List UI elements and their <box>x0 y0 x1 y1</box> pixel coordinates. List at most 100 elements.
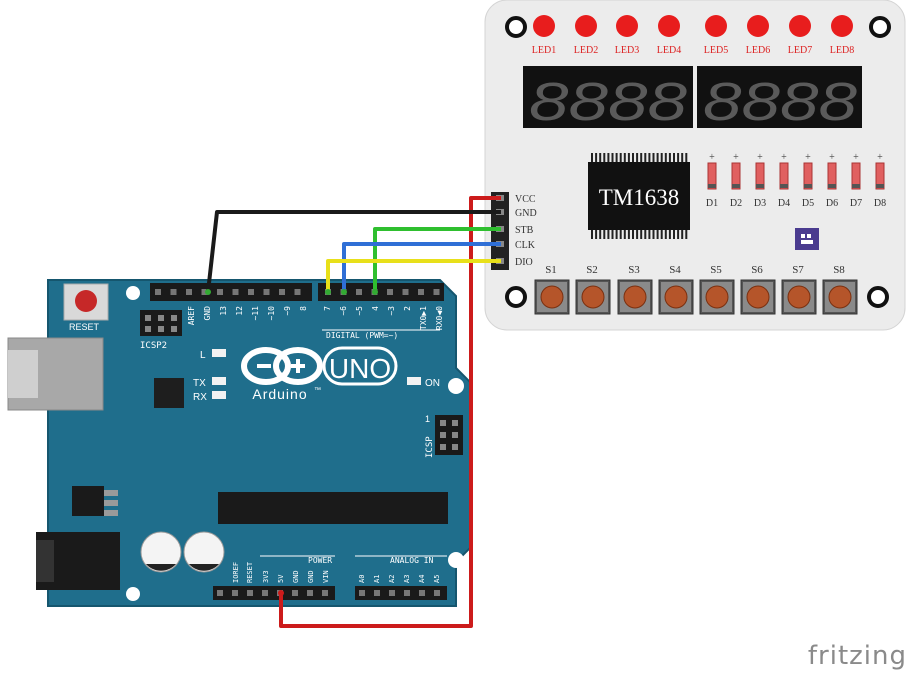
power-pin <box>322 590 328 596</box>
power-pin-label: VIN <box>322 570 330 583</box>
analog-pin <box>404 590 410 596</box>
chip-pin <box>595 153 598 163</box>
wire-stb <box>373 227 501 292</box>
diode-3 <box>755 162 765 190</box>
analog-pin-label: A1 <box>373 575 381 583</box>
mount-hole <box>867 286 889 308</box>
icsp-pin <box>452 432 458 438</box>
diode-plus: + <box>733 152 739 163</box>
button-label: S8 <box>833 264 845 276</box>
digital-pin <box>387 289 393 295</box>
chip-pin <box>668 153 671 163</box>
chip-pin <box>656 229 659 239</box>
led-2 <box>575 15 597 37</box>
led-on <box>407 377 421 385</box>
digital-pin <box>232 289 239 295</box>
chip-pin <box>632 153 634 163</box>
icsp2-pin <box>171 326 177 332</box>
chip-pin <box>607 229 610 239</box>
chip-pin <box>677 229 680 239</box>
chip-pins <box>591 153 688 239</box>
diode-2 <box>731 162 741 190</box>
digital-pin-label: RX0◀0 <box>435 306 444 330</box>
mount-hole <box>126 286 140 300</box>
button-cap <box>664 285 688 309</box>
mount-hole <box>505 16 527 38</box>
analog-pin-label: A0 <box>358 575 366 583</box>
power-pin <box>232 590 238 596</box>
digital-pin <box>279 289 285 295</box>
digital-pin <box>248 289 254 295</box>
analog-pin-label: A3 <box>403 575 411 583</box>
pin-label-clk: CLK <box>515 240 536 251</box>
chip-pin <box>603 153 606 163</box>
diode-label: D2 <box>730 198 742 209</box>
chip-pin <box>632 229 634 239</box>
led-label: LED5 <box>704 45 728 56</box>
button-label: S7 <box>792 264 804 276</box>
analog-pin <box>374 590 380 596</box>
chip-pin <box>681 229 684 239</box>
pin-label-dio: DIO <box>515 257 533 268</box>
button-label: S4 <box>669 264 681 276</box>
button-cap <box>746 285 770 309</box>
icsp2-header <box>140 310 182 336</box>
led-7 <box>789 15 811 37</box>
digital-pin-label: 7 <box>323 306 332 311</box>
mount-hole <box>448 552 464 568</box>
chip-pin <box>656 153 659 163</box>
digital-pin-label: ~9 <box>283 306 292 316</box>
analog-pin <box>434 590 440 596</box>
digital-pin <box>201 289 208 295</box>
arduino-brand: Arduino <box>252 386 307 402</box>
button-label: S6 <box>751 264 763 276</box>
capacitor <box>140 531 182 573</box>
digital-pin-label: GND <box>203 306 212 321</box>
analog-pin <box>359 590 365 596</box>
mount-hole <box>126 587 140 601</box>
power-pin-label: GND <box>307 570 315 583</box>
tx-label: TX <box>193 378 206 389</box>
mount-hole <box>869 16 891 38</box>
wire-vcc <box>279 196 501 628</box>
button-cap <box>581 285 605 309</box>
pin-label-stb: STB <box>515 225 534 236</box>
digital-pin <box>433 289 440 295</box>
chip-pin <box>685 153 688 163</box>
power-pin <box>247 590 253 596</box>
chip-pin <box>664 153 667 163</box>
diode-6 <box>827 162 837 190</box>
icsp-one: 1 <box>425 414 430 424</box>
power-pin-label: GND <box>292 570 300 583</box>
seven-segment-display-right <box>697 66 862 128</box>
chip-pin <box>640 153 643 163</box>
analog-pin <box>389 590 395 596</box>
digital-header-right <box>318 283 444 301</box>
diode-5 <box>803 162 813 190</box>
led-l-label: L <box>200 350 206 361</box>
led-l <box>212 349 226 357</box>
wires <box>206 196 501 628</box>
digital-header-left <box>150 283 312 301</box>
diode-7 <box>851 162 861 190</box>
chip-pin <box>640 229 643 239</box>
pin-label-vcc: VCC <box>515 194 536 205</box>
diode-plus: + <box>805 152 811 163</box>
button-cap <box>828 285 852 309</box>
diode-label: D5 <box>802 198 814 209</box>
diode-label: D8 <box>874 198 886 209</box>
digital-pin-label: 8 <box>299 306 308 311</box>
chip-pin <box>619 229 622 239</box>
diode-plus: + <box>709 152 715 163</box>
led-label: LED3 <box>615 45 639 56</box>
chip-pin <box>652 153 655 163</box>
led-6 <box>747 15 769 37</box>
arduino-logo: UNO Arduino ™ <box>241 346 398 402</box>
button-cap <box>705 285 729 309</box>
diode-row: +D1+D2+D3+D4+D5+D6+D7+D8 <box>706 152 886 209</box>
digital-pin-label: ~11 <box>251 306 260 321</box>
chip-pin <box>660 153 663 163</box>
digital-pin-label: 12 <box>235 306 244 316</box>
usb-chip <box>154 378 184 408</box>
